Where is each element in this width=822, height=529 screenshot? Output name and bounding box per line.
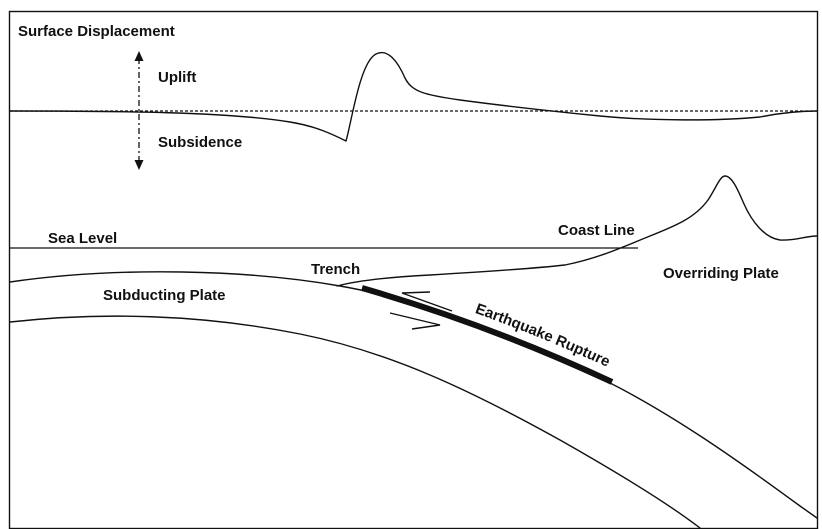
slip-arrow-right-icon [389,312,441,330]
earthquake-rupture-label: Earthquake Rupture [473,300,612,370]
trench-label: Trench [311,261,360,278]
subducting-plate-label: Subducting Plate [103,287,226,304]
coast-line-label: Coast Line [558,222,635,239]
surface-displacement-label: Surface Displacement [18,23,175,40]
earthquake-rupture-line [362,288,612,382]
earthquake-rupture-text: Earthquake Rupture [473,300,612,370]
slip-arrow-left-icon [401,291,453,312]
displacement-curve [9,51,818,142]
sea-level-label: Sea Level [48,230,117,247]
overriding-plate-label: Overriding Plate [663,265,779,282]
overriding-plate-surface [336,175,818,287]
arrow-up-icon [134,51,144,61]
uplift-label: Uplift [158,69,196,86]
subducting-plate-bottom [9,315,701,529]
subsidence-label: Subsidence [158,134,242,151]
subducting-plate-top [9,271,818,519]
arrow-down-icon [134,160,144,170]
